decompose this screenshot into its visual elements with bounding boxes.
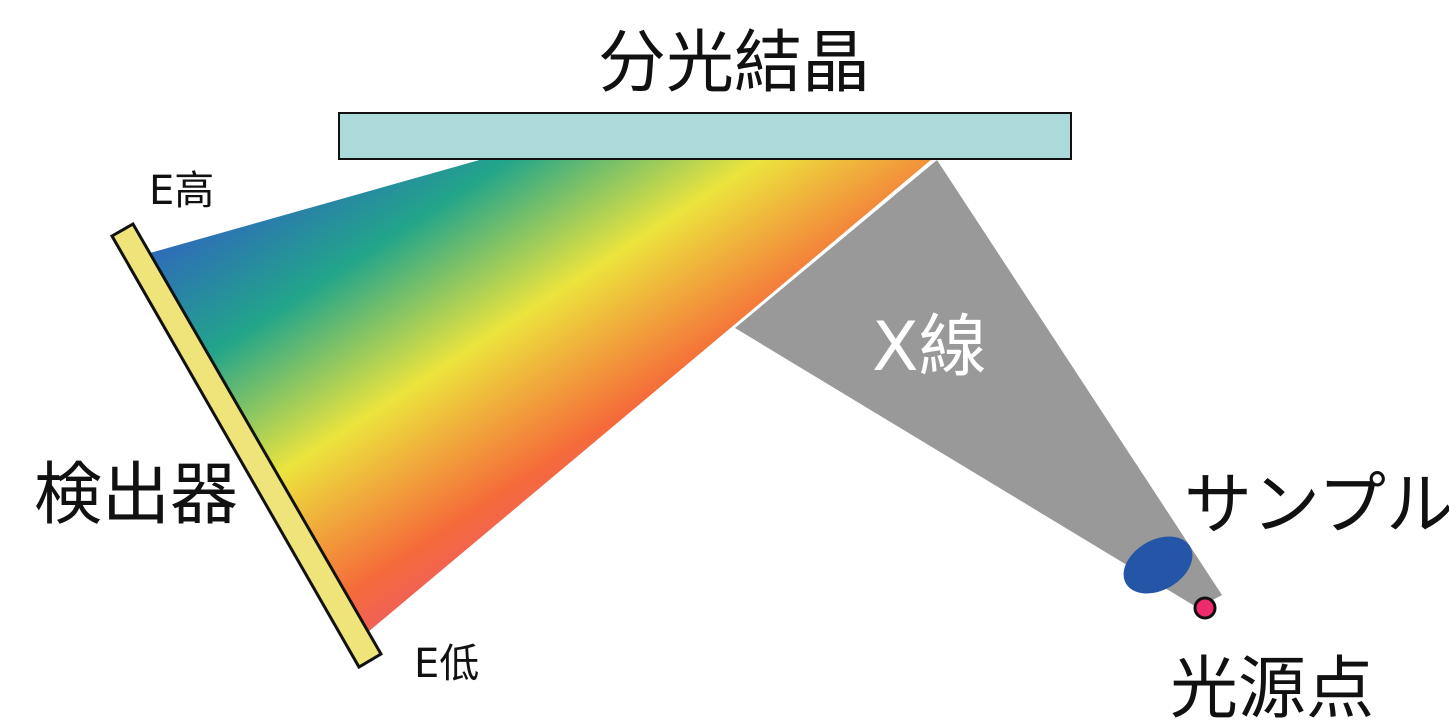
xray-label: X線 [872,308,987,387]
sample-label: サンプル [1184,466,1449,545]
xray-beam [735,160,1222,608]
energy-low-label: E低 [414,641,479,687]
energy-high-label: E高 [149,168,214,214]
detector-bar [109,221,384,670]
sample-ellipse [1123,536,1193,594]
source-point [1193,596,1217,620]
diffracted-spectrum [150,159,932,632]
detector-label: 検出器 [34,456,238,535]
crystal-label: 分光結晶 [598,24,870,103]
source-label: 光源点 [1170,650,1374,721]
analyzing-crystal [338,112,1072,160]
